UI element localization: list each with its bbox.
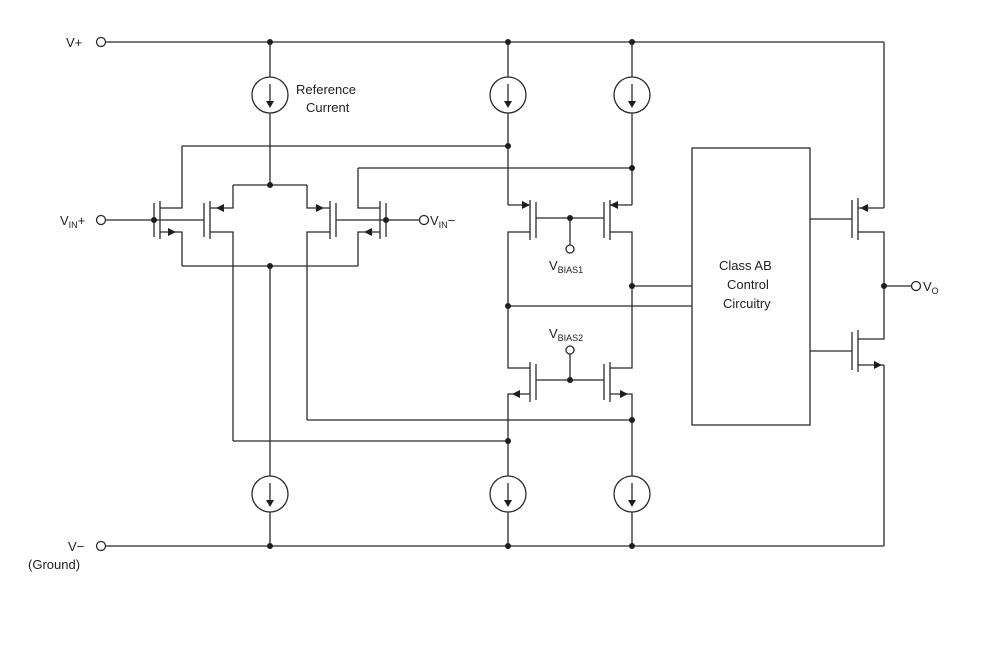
cascode-pmos-upper-right	[603, 200, 633, 286]
junction-dots	[151, 39, 887, 549]
ground-label: (Ground)	[28, 557, 80, 572]
reference-current-source	[251, 42, 289, 185]
cascode-pmos-upper-left	[507, 200, 537, 306]
v-plus-label: V+	[66, 35, 82, 50]
vbias1-label: VBIAS1	[549, 258, 583, 275]
input-pmos-q4	[357, 168, 387, 266]
vbias2-label: VBIAS2	[549, 326, 583, 343]
input-pmos-q1	[153, 146, 183, 266]
vin-plus-terminal	[95, 214, 107, 226]
vin-minus-terminal	[418, 214, 430, 226]
vout-terminal	[910, 280, 922, 292]
output-pmos	[810, 198, 885, 286]
top-current-source-middle	[489, 42, 527, 205]
reference-current-label-2: Current	[306, 100, 350, 115]
bottom-current-source-middle	[489, 475, 527, 546]
cascode-nmos-lower-left	[507, 306, 537, 476]
output-nmos	[810, 286, 885, 372]
v-minus-label: V−	[68, 539, 84, 554]
class-ab-label-1: Class AB	[719, 258, 772, 273]
v-plus-terminal	[95, 36, 107, 48]
class-ab-control-block	[691, 147, 811, 426]
input-pmos-q3	[306, 185, 337, 420]
class-ab-label-2: Control	[727, 277, 769, 292]
v-minus-terminal	[95, 540, 107, 552]
class-ab-label-3: Circuitry	[723, 296, 771, 311]
vbias2-terminal	[565, 345, 575, 355]
input-pmos-q2	[203, 185, 234, 441]
cascode-nmos-lower-right	[603, 286, 633, 476]
bottom-current-source-left	[251, 475, 289, 546]
vin-plus-label: VIN+	[60, 213, 85, 230]
top-current-source-right	[613, 42, 651, 205]
vin-minus-label: VIN−	[430, 213, 455, 230]
bottom-current-source-right	[613, 475, 651, 546]
vout-label: VO	[923, 279, 939, 296]
reference-current-label-1: Reference	[296, 82, 356, 97]
vbias1-terminal	[565, 244, 575, 254]
